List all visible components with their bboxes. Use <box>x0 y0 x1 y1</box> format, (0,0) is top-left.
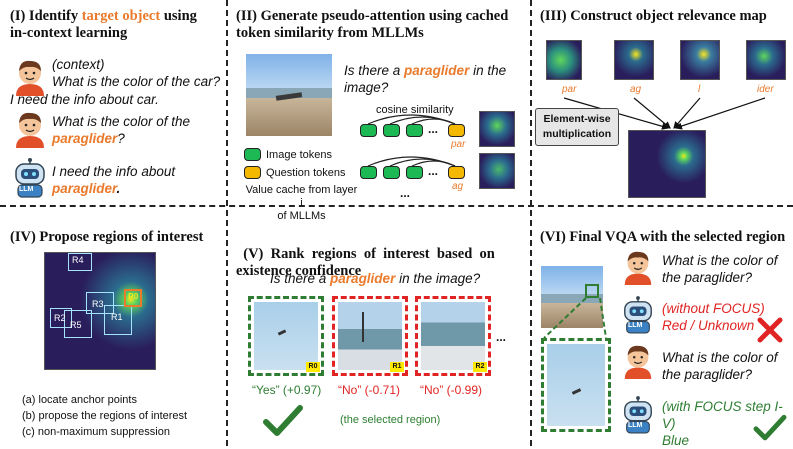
legend-image-label: Image tokens <box>266 149 333 161</box>
map-label-ag: ag <box>630 84 642 95</box>
rows-ellipsis: ... <box>400 186 411 200</box>
llm-robot-icon <box>624 296 652 334</box>
divider-v2 <box>530 0 532 446</box>
question-token <box>448 124 465 137</box>
panel1-title: (I) Identify target object using in-cont… <box>10 8 197 41</box>
zoomed-region <box>541 338 611 432</box>
zoom-lines <box>543 297 607 339</box>
panel6-title: (VI) Final VQA with the selected region <box>540 229 786 245</box>
heatmap-combined <box>628 130 706 198</box>
region-box-r4 <box>68 253 92 271</box>
vqa-answer-without: (without FOCUS)Red / Unknown <box>662 301 765 333</box>
crop-tag-r0: R0 <box>306 362 320 372</box>
token-ellipsis: ... <box>428 122 439 136</box>
token-arcs-2 <box>367 156 456 167</box>
person-avatar-icon <box>16 112 44 148</box>
image-token <box>360 166 377 179</box>
roi-heatmap <box>44 252 156 370</box>
llm-badge: LLM <box>628 322 643 329</box>
check-icon <box>753 414 787 441</box>
legend-question-swatch <box>244 166 261 179</box>
more-crops: ... <box>496 330 507 344</box>
crop-tag-r1: R1 <box>390 362 404 372</box>
heatmap-ider <box>746 40 786 80</box>
image-token <box>406 166 423 179</box>
heatmap-l <box>680 40 720 80</box>
person-avatar-icon <box>16 60 44 96</box>
llm-robot-icon <box>624 396 652 434</box>
legend-question-label: Question tokens <box>266 167 346 179</box>
image-token <box>383 124 400 137</box>
region-label-r1: R1 <box>111 312 123 322</box>
map-label-par: par <box>562 84 577 95</box>
person-avatar-icon <box>624 345 652 379</box>
divider-v1 <box>226 0 228 446</box>
divider-h <box>0 205 793 207</box>
region-label-r0: R0 <box>128 292 139 301</box>
region-label-r4: R4 <box>72 255 84 265</box>
image-token <box>383 166 400 179</box>
llm-robot-icon <box>15 158 45 198</box>
map-label-l: l <box>698 84 701 95</box>
query-question: What is the color of the paraglider? <box>52 114 191 146</box>
person-avatar-icon <box>624 251 652 285</box>
roi-step-b: (b) propose the regions of interest <box>22 410 188 422</box>
region-label-r3: R3 <box>92 299 104 309</box>
selected-region-box <box>585 284 599 298</box>
crop-tag-r2: R2 <box>473 362 487 372</box>
roi-step-a: (a) locate anchor points <box>22 394 137 406</box>
token-label-ag: ag <box>452 181 464 192</box>
score-r1: “No” (-0.71) <box>338 383 401 397</box>
selected-note: (the selected region) <box>340 414 441 426</box>
score-r2: “No” (-0.99) <box>420 383 483 397</box>
image-token <box>406 124 423 137</box>
crop-r0 <box>248 296 324 376</box>
heatmap-ag-small <box>479 153 515 189</box>
heatmap-par <box>546 40 582 80</box>
region-box-r1 <box>104 305 132 335</box>
context-label: (context) <box>52 57 105 72</box>
panel2-question: Is there a paraglider in the image? <box>344 63 507 95</box>
groyne-mark <box>362 312 364 342</box>
llm-badge: LLM <box>628 422 643 429</box>
region-box-r3 <box>86 292 114 314</box>
region-box-r5 <box>64 310 92 338</box>
roi-step-c: (c) non-maximum suppression <box>22 426 170 438</box>
token-arcs-1 <box>367 114 456 125</box>
context-answer: I need the info about car. <box>10 92 159 107</box>
context-question: What is the color of the car? <box>52 74 221 89</box>
panel4-title: (IV) Propose regions of interest <box>10 229 204 245</box>
token-label-par: par <box>451 139 466 150</box>
crop-r1 <box>332 296 408 376</box>
score-r0: “Yes” (+0.97) <box>252 383 322 397</box>
token-ellipsis: ... <box>428 164 439 178</box>
panel2-title: (II) Generate pseudo-attention using cac… <box>236 8 509 41</box>
cosine-label: cosine similarity <box>376 104 454 116</box>
heatmap-ag <box>614 40 654 80</box>
vqa-answer-with: (with FOCUS step I-V)Blue <box>662 399 783 448</box>
panel3-title: (III) Construct object relevance map <box>540 8 767 24</box>
panel5-question: Is there a paraglider in the image? <box>270 271 481 286</box>
cross-icon <box>757 317 783 343</box>
region-label-r5: R5 <box>70 320 82 330</box>
llm-badge: LLM <box>19 186 34 193</box>
crop-r2 <box>415 296 491 376</box>
region-box-r0 <box>124 289 142 307</box>
region-box-r2 <box>50 308 72 328</box>
full-beach-image <box>541 266 603 328</box>
legend-image-swatch <box>244 148 261 161</box>
llm-answer: I need the info about paraglider. <box>52 164 176 196</box>
heatmap-par-small <box>479 111 515 147</box>
beach-image <box>246 54 332 136</box>
question-token <box>448 166 465 179</box>
image-token <box>360 124 377 137</box>
map-label-ider: ider <box>757 84 774 95</box>
region-label-r2: R2 <box>54 313 66 323</box>
check-icon <box>263 405 303 436</box>
